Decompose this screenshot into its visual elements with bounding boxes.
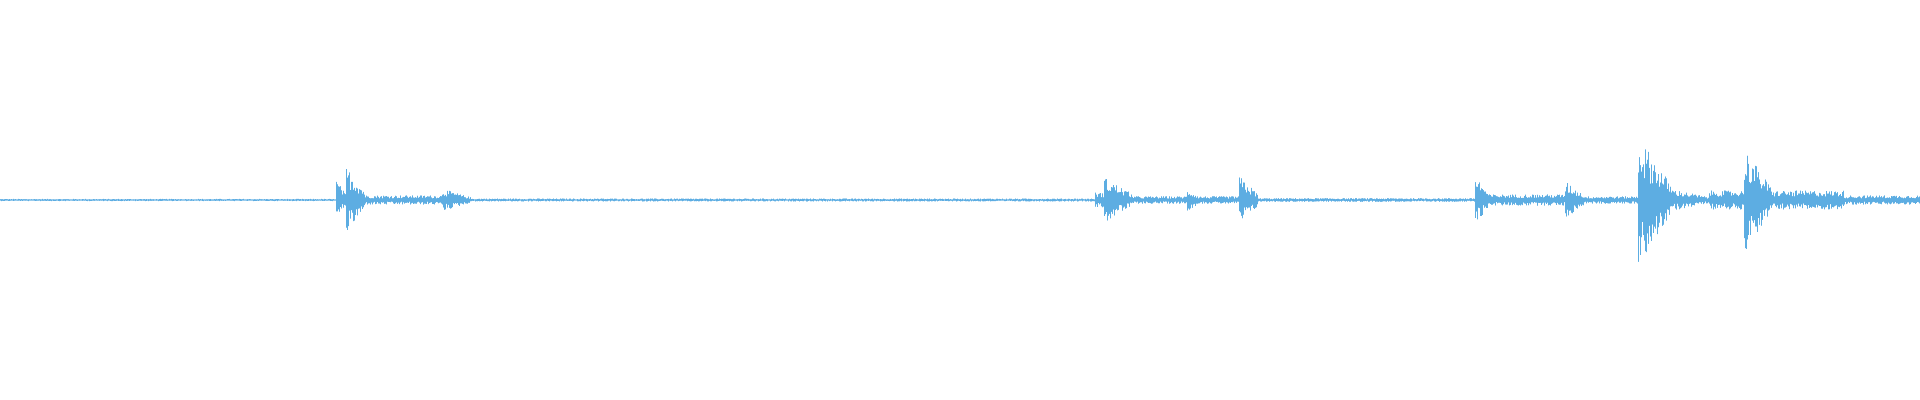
waveform-samples xyxy=(0,149,1920,262)
